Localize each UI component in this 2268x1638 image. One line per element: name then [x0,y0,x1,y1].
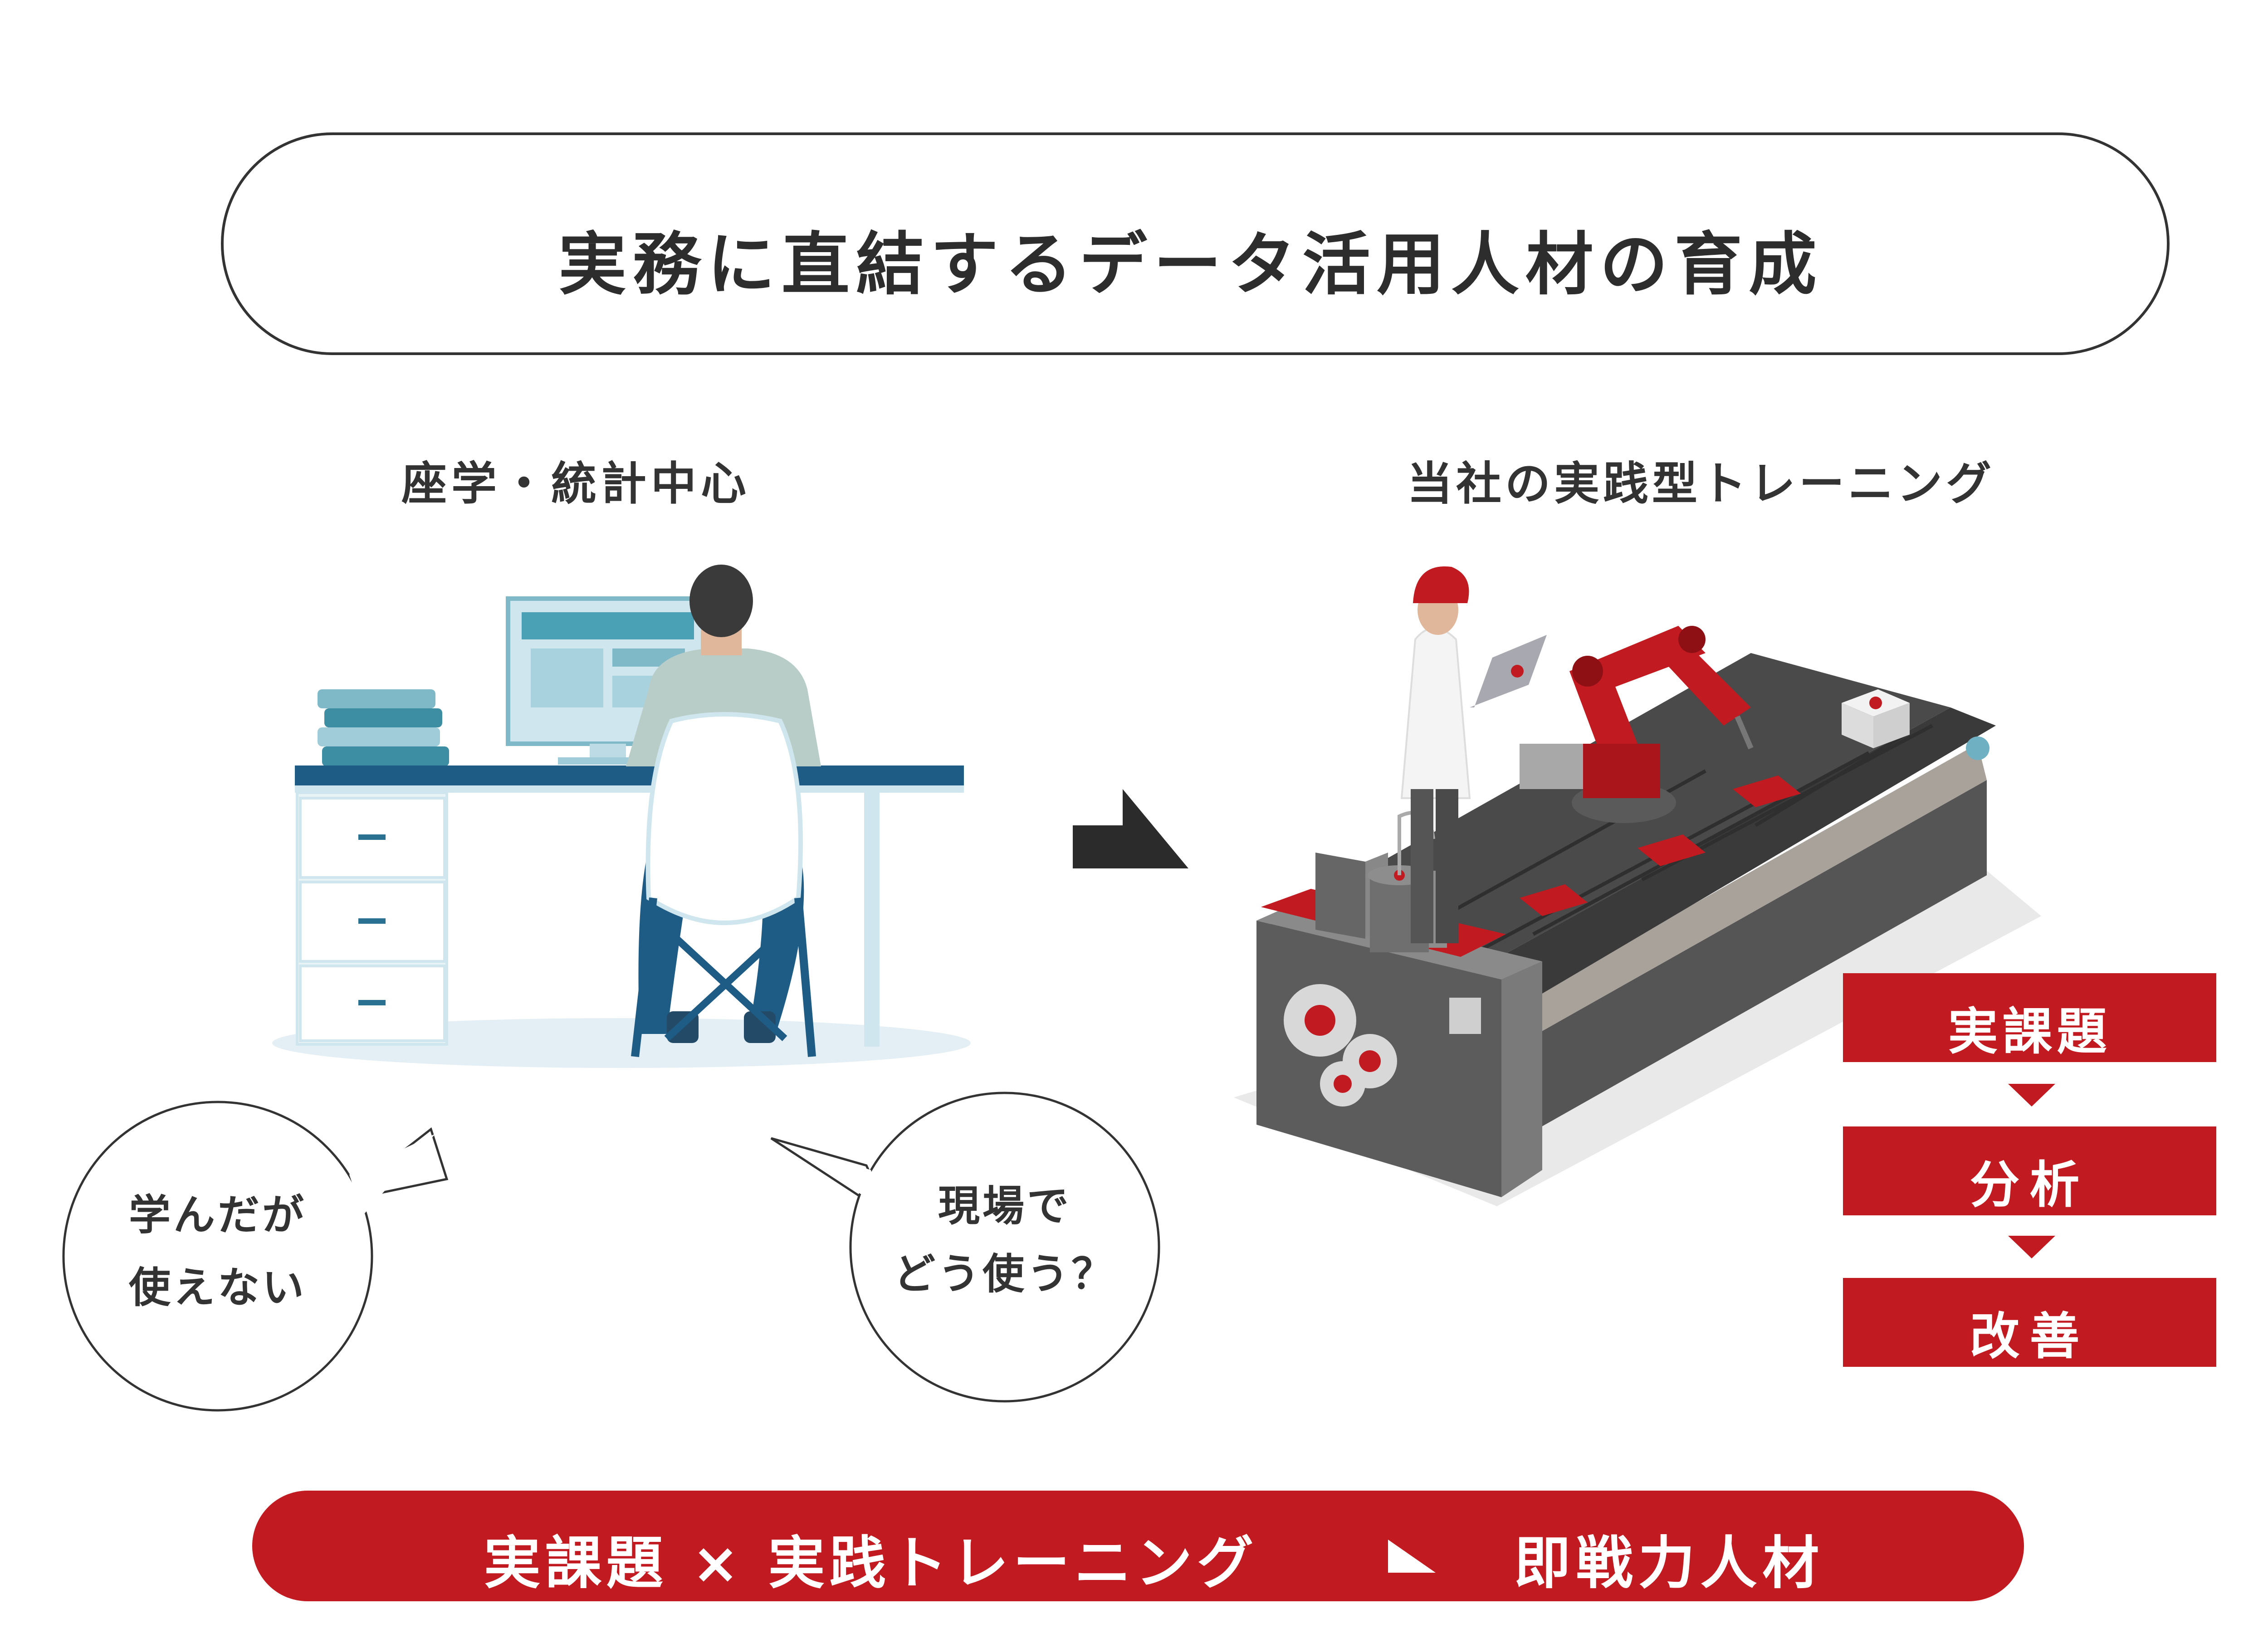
step-box-1 [1843,973,2216,1062]
triangle-down-icon [2008,1236,2055,1258]
seated-person [626,565,821,1058]
speech-bubble-left [62,1101,449,1412]
circuit-board-icon [1520,775,1801,916]
step-label-2: 分析 [1970,1156,2090,1214]
step-label-3: 改善 [1970,1307,2090,1365]
footer-text-right: 即戦力人材 [1514,1531,1825,1596]
step-label-1: 実課題 [1948,1003,2112,1061]
footer-pill [252,1491,2024,1601]
step-box-2 [1843,1126,2216,1215]
drawer-cabinet [296,791,448,1046]
factory-illustration [1234,566,2041,1206]
triangle-down-icon [2008,1084,2055,1107]
corner-arrow-icon [1354,1540,1436,1573]
speech-bubble-right [770,1092,1160,1403]
right-heading: 当社の実践型トレーニング [1407,457,1995,510]
bubble-left-line-2: 使えない [128,1263,307,1312]
bubble-right-line-1: 現場で [938,1182,1071,1230]
robot-arm-icon [1520,626,1754,823]
left-heading: 座学・統計中心 [401,457,751,510]
desk-leg [864,793,880,1047]
footer-text-left: 実課題 × 実践トレーニング [484,1531,1258,1596]
cube-icon [1842,689,1910,748]
bubble-right-line-2: どう使う？ [893,1250,1116,1298]
step-box-3 [1843,1278,2216,1367]
step-flow [1843,973,2216,1367]
title-pill [221,132,2170,355]
worker-person [1400,566,1547,943]
desk-top [295,765,964,785]
bubble-left-line-1: 学んだが [128,1191,307,1239]
page-title: 実務に直結するデータ活用人材の育成 [558,225,1823,304]
office-illustration [272,565,971,1068]
corner-arrow-icon [1073,789,1188,868]
books-icon [318,689,449,766]
